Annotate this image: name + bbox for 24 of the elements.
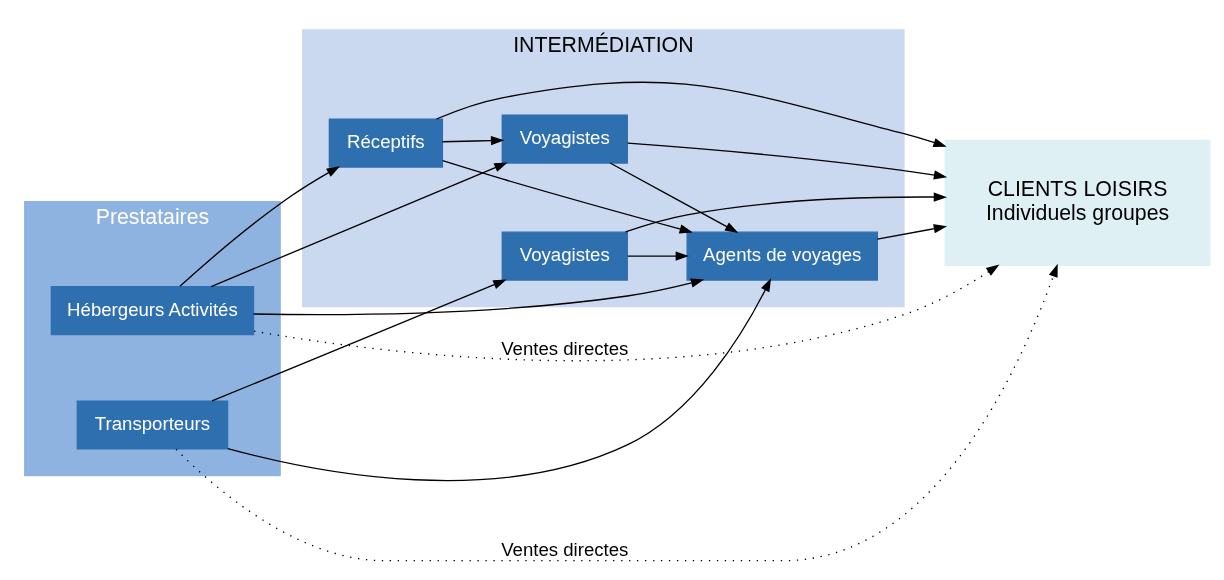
node-box: Voyagistes [501, 114, 628, 164]
arrow [227, 278, 772, 482]
arrow [627, 251, 689, 261]
arrow [253, 264, 1000, 362]
node-box: Transporteurs [76, 400, 229, 450]
arrow [252, 278, 705, 316]
arrow [876, 224, 948, 240]
arrow [626, 142, 948, 180]
arrow [175, 263, 1058, 562]
arrow [609, 162, 739, 233]
arrow [624, 192, 948, 233]
node-box: CLIENTS LOISIRS Individuels groupes [944, 139, 1211, 267]
arrow [441, 136, 505, 146]
arrow [210, 162, 508, 288]
arrow [442, 160, 693, 234]
edge-label: Ventes directes [501, 337, 629, 359]
arrow [179, 166, 340, 287]
node-box: Agents de voyages [686, 231, 879, 281]
node-box: Hébergeurs Activités [50, 286, 255, 336]
node-box: Réceptifs [328, 118, 444, 168]
edge-label: Ventes directes [501, 538, 629, 560]
arrow [211, 279, 507, 402]
arrow [435, 81, 947, 147]
node-box: Voyagistes [501, 231, 628, 281]
